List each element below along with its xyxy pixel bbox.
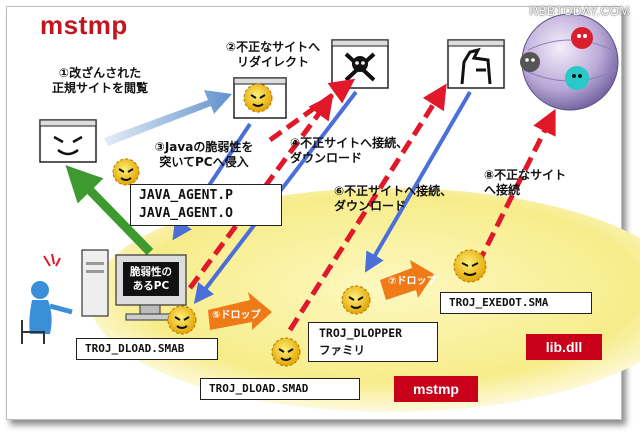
step-3-label: ③Javaの脆弱性を 突いてPCへ侵入 — [154, 140, 254, 169]
connect-arrow-8 — [475, 108, 556, 266]
browse-arrow — [104, 90, 232, 146]
vulnerable-pc-label: 脆弱性の あるPC — [123, 262, 179, 296]
troj-dload-smab-box: TROJ_DLOAD.SMAB — [76, 338, 218, 360]
virus-icon-exedot — [453, 249, 487, 283]
skull-site-window-icon — [331, 39, 389, 89]
malicious-globe-icon — [520, 13, 619, 111]
user-icon — [21, 253, 73, 344]
diagram-title: mstmp — [40, 10, 128, 40]
redirect-arrow — [268, 78, 356, 143]
drop-arrow-5 — [208, 292, 272, 330]
virus-icon-java — [112, 158, 140, 186]
step-1-label: ①改ざんされた 正規サイトを閲覧 — [51, 66, 148, 95]
infection-return-arrow — [65, 165, 154, 256]
step-8-label: ⑧不正なサイト へ接続 — [484, 168, 567, 197]
virus-icon-smad — [271, 337, 301, 367]
trojan-horse-window-icon — [447, 39, 505, 89]
java-agent-box: JAVA_AGENT.P JAVA_AGENT.O — [130, 184, 282, 226]
drop-arrow-7 — [380, 260, 434, 300]
download-arrow-6 — [364, 90, 472, 273]
step-2-label: ②不正なサイトへ リダイレクト — [225, 40, 321, 69]
step-5-drop-label: ⑤ドロップ — [212, 310, 261, 321]
connect-arrow-6 — [287, 83, 447, 332]
step-6-label: ⑥不正サイトへ接続、 ダウンロード — [334, 184, 453, 213]
step-4-label: ④不正サイトへ接続、 ダウンロード — [290, 136, 409, 165]
troj-dlopper-box: TROJ_DLOPPER ファミリ — [308, 322, 438, 362]
troj-exedot-sma-box: TROJ_EXEDOT.SMA — [440, 292, 592, 314]
watermark: RBBTODAY.COM — [529, 4, 630, 18]
virus-icon-redirect — [243, 83, 273, 113]
virus-icon-dlopper — [341, 285, 371, 315]
lib-dll-tag: lib.dll — [526, 334, 602, 360]
virus-icon-smab — [167, 305, 197, 335]
troj-dload-smad-box: TROJ_DLOAD.SMAD — [200, 378, 360, 400]
mstmp-tag: mstmp — [394, 376, 478, 402]
tampered-site-window-icon — [39, 119, 97, 163]
step-7-drop-label: ⑦ドロップ — [388, 276, 437, 287]
